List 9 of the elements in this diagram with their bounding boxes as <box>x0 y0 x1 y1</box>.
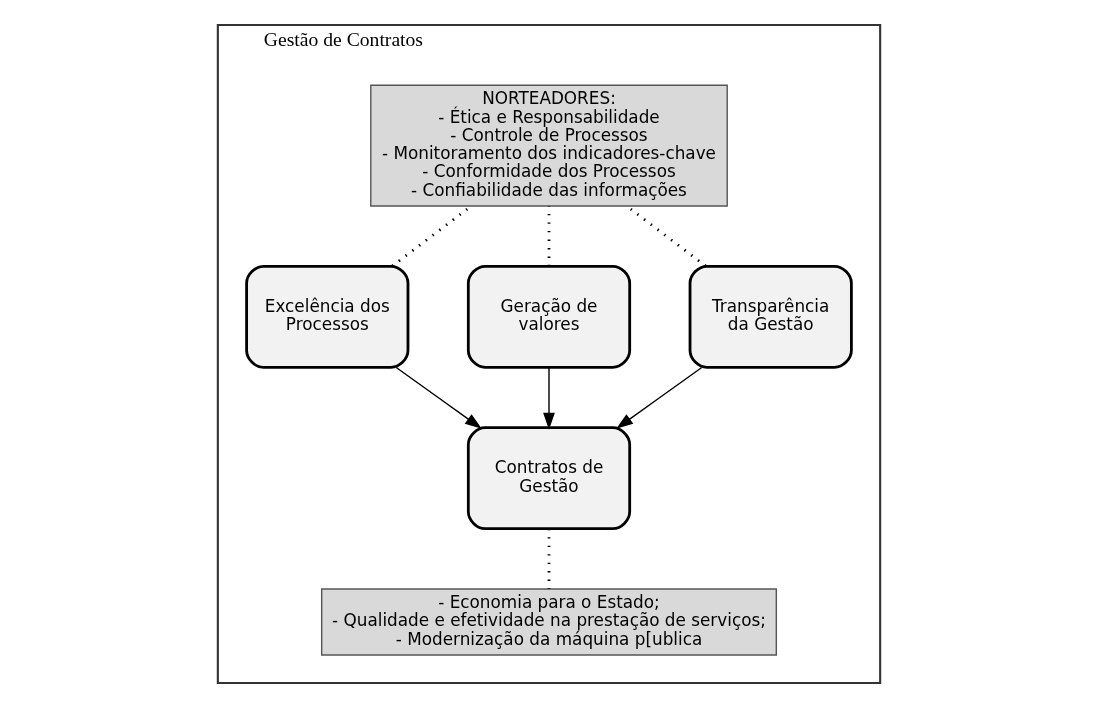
arrow <box>616 366 703 429</box>
node-box: - Economia para o Estado; - Qualidade e efetividade na prestação de serviços; - Modernização da máquina p[ublica <box>321 588 778 656</box>
node-box: Excelência dos Processos <box>245 264 410 369</box>
arrow <box>395 366 482 429</box>
node-box: NORTEADORES: - Ética e Responsabilidade - Controle de Processos - Monitoramento dos indicadores-chave - Conformidade dos Processos - Confiabilidade das informações <box>370 84 728 207</box>
arrow <box>543 366 555 430</box>
node-box: Contratos de Gestão <box>466 426 632 531</box>
node-box: Transparência da Gestão <box>688 264 853 369</box>
node-box: Geração de valores <box>466 264 632 369</box>
